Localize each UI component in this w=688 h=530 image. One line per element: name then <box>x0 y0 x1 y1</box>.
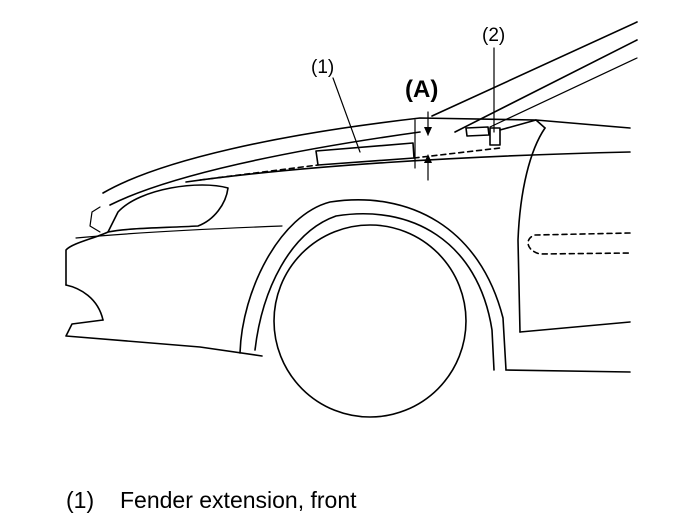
wheel-arch <box>239 199 507 371</box>
fender-bracket <box>465 119 546 146</box>
dimension-a-label: (A) <box>405 76 438 103</box>
legend-text: Fender extension, front <box>120 487 357 513</box>
legend: (1) Fender extension, front <box>66 487 357 514</box>
front-tire <box>273 224 467 418</box>
fender-top-line <box>185 119 631 183</box>
windshield <box>431 21 638 133</box>
headlight <box>89 184 229 233</box>
body-side <box>505 127 631 373</box>
front-bumper <box>65 225 283 357</box>
legend-number: (1) <box>66 487 95 513</box>
callout-1-label: (1) <box>311 57 334 78</box>
callout-2-label: (2) <box>482 25 505 46</box>
leader-line-1 <box>332 77 361 153</box>
hood <box>102 117 631 206</box>
dimension-a-marker <box>424 111 432 181</box>
